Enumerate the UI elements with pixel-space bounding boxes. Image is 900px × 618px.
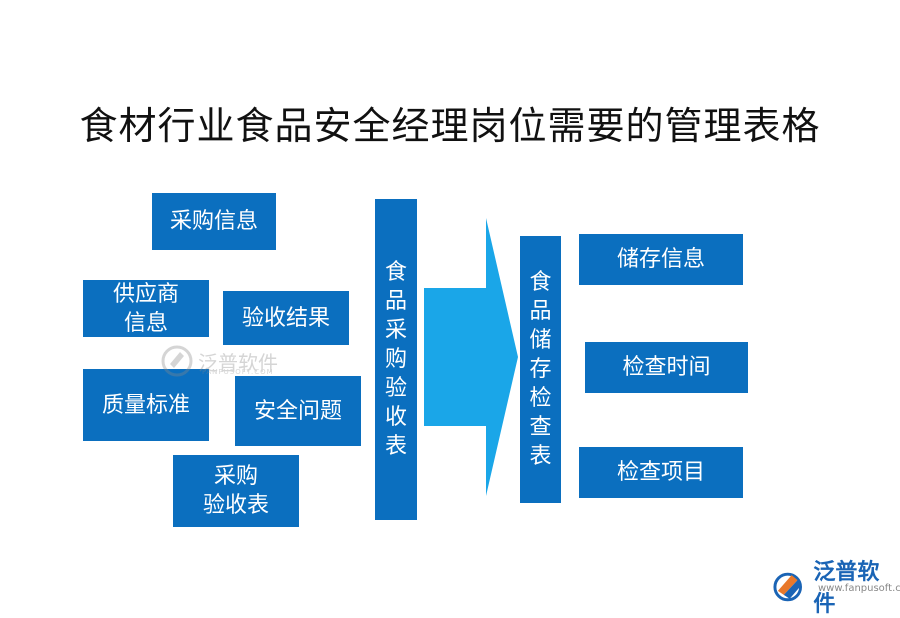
item-purchase-info: 采购信息 bbox=[152, 193, 276, 250]
flow-arrow-shape bbox=[424, 218, 518, 496]
watermark-logo-icon bbox=[161, 345, 193, 377]
item-storage-info: 储存信息 bbox=[579, 234, 743, 285]
brand-url: www.fanpusoft.com bbox=[818, 583, 900, 594]
watermark-brand: 泛普软件 bbox=[198, 350, 278, 375]
item-inspection-item: 检查项目 bbox=[579, 447, 743, 498]
item-inspection-time: 检查时间 bbox=[585, 342, 748, 393]
flow-arrow-icon bbox=[424, 218, 518, 496]
center-watermark: 泛普软件 FANPUSOFT.COM bbox=[160, 344, 278, 378]
page-title: 食材行业食品安全经理岗位需要的管理表格 bbox=[79, 104, 821, 148]
item-supplier-info: 供应商 信息 bbox=[83, 280, 209, 337]
food-purchase-acceptance-column: 食品采购验收表 bbox=[375, 199, 417, 520]
brand-logo: 泛普软件 www.fanpusoft.com bbox=[770, 554, 900, 618]
item-safety-issue: 安全问题 bbox=[235, 376, 361, 446]
item-purchase-acceptance-form: 采购 验收表 bbox=[173, 455, 299, 527]
food-storage-inspection-label: 食品储存检查表 bbox=[529, 270, 552, 469]
item-acceptance-result: 验收结果 bbox=[223, 291, 349, 345]
brand-logo-icon bbox=[773, 572, 802, 602]
food-storage-inspection-column: 食品储存检查表 bbox=[520, 236, 561, 503]
watermark-sub: FANPUSOFT.COM bbox=[202, 368, 274, 376]
food-purchase-acceptance-label: 食品采购验收表 bbox=[384, 260, 407, 459]
item-quality-standard: 质量标准 bbox=[83, 369, 209, 441]
